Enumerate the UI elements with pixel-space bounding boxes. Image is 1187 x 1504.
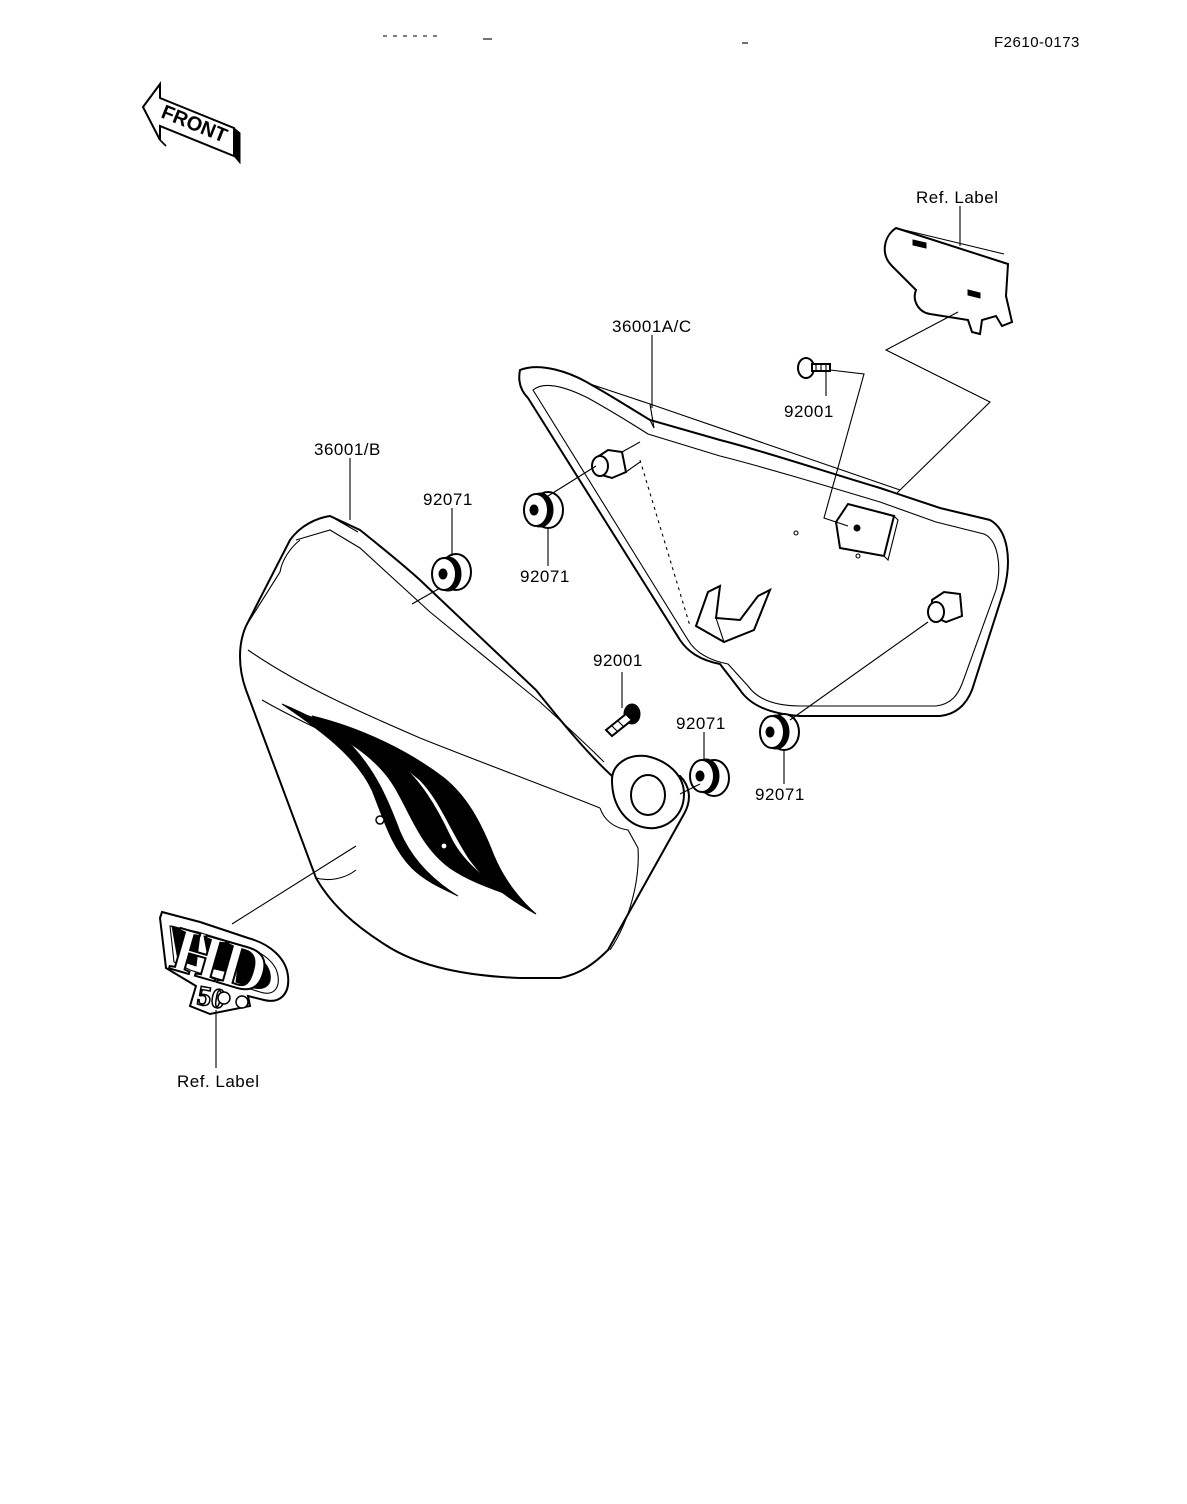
emblem-50-text: 50	[195, 980, 228, 1015]
label-ref-label-bottom: Ref. Label	[177, 1072, 260, 1091]
screw-boss	[834, 502, 899, 562]
label-92071-right-lower: 92071	[755, 785, 805, 804]
hd50-emblem-part: HD 50	[158, 910, 290, 1017]
cover-mount-boss	[610, 754, 686, 830]
leader-lines	[215, 206, 961, 1068]
label-ref-label-top: Ref. Label	[916, 188, 999, 207]
ref-label-top-part	[883, 226, 1014, 336]
label-36001b: 36001/B	[314, 440, 381, 459]
right-side-cover	[518, 366, 1009, 717]
screw-center	[604, 703, 641, 738]
flame-decal-graphic	[281, 703, 537, 915]
label-92071-left-cover: 92071	[423, 490, 473, 509]
mounting-peg-lower	[927, 590, 964, 624]
figure-code: F2610-0173	[994, 34, 1080, 51]
left-side-cover	[239, 514, 690, 979]
label-92001-top: 92001	[784, 402, 834, 421]
mounting-peg-upper	[591, 441, 641, 480]
center-bracket	[694, 584, 772, 644]
label-92071-center: 92071	[676, 714, 726, 733]
grommet-left-cover	[431, 553, 472, 592]
ref-label-top-leader	[884, 311, 991, 495]
screw-top	[797, 357, 831, 379]
grommet-center	[689, 758, 730, 797]
label-36001ac: 36001A/C	[612, 317, 692, 336]
label-92071-right-upper: 92071	[520, 567, 570, 586]
scan-marks	[383, 35, 748, 44]
label-92001-center: 92001	[593, 651, 643, 670]
grommet-right-upper	[523, 491, 564, 529]
grommet-right-lower	[759, 713, 800, 751]
front-direction-arrow-icon: FRONT	[141, 80, 241, 165]
